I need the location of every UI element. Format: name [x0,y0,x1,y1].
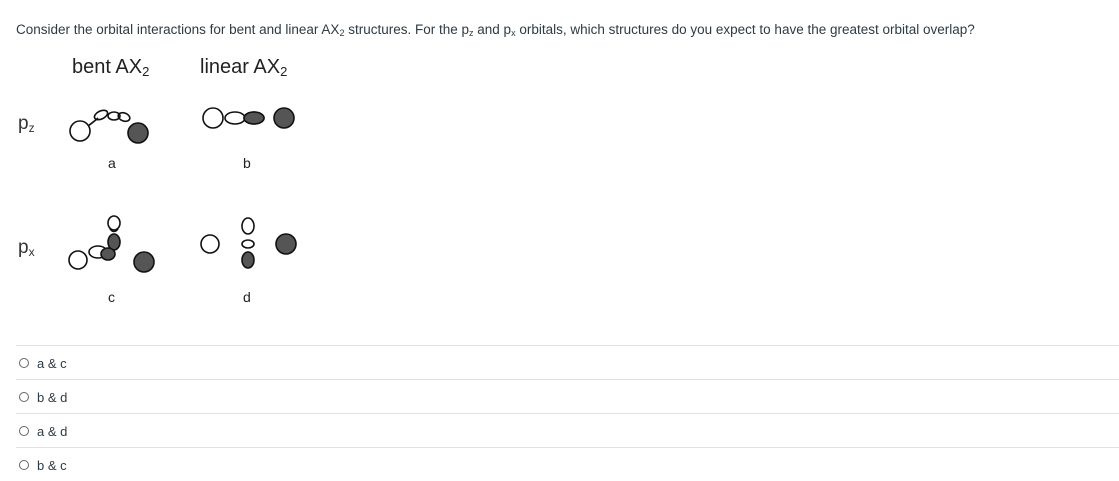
answer-option-label: a & c [37,356,67,371]
answer-option-b-d[interactable]: b & d [16,379,1119,413]
row-label-px: px [18,237,35,259]
answer-option-label: a & d [37,424,68,439]
orbital-figure-b [202,107,295,129]
column-header-bent: bent AX2 [72,56,150,79]
figure-label-b: b [243,155,251,171]
row-label-pz: pz [18,113,35,135]
radio-button[interactable] [19,426,29,436]
orbital-figure-c [68,215,155,273]
orbital-figure-d [200,217,297,269]
figure-label-d: d [243,289,251,305]
radio-button[interactable] [19,460,29,470]
answer-option-b-c[interactable]: b & c [16,447,1119,481]
answer-option-a-d[interactable]: a & d [16,413,1119,447]
answer-option-a-c[interactable]: a & c [16,345,1119,379]
answer-option-label: b & d [37,390,68,405]
radio-button[interactable] [19,358,29,368]
answer-options: a & c b & d a & d b & c [0,345,1119,481]
orbital-figure-a [69,109,149,144]
figure-label-c: c [108,289,115,305]
question-text: Consider the orbital interactions for be… [16,22,975,38]
answer-option-label: b & c [37,458,67,473]
radio-button[interactable] [19,392,29,402]
column-header-linear: linear AX2 [200,56,288,79]
figure-label-a: a [108,155,116,171]
